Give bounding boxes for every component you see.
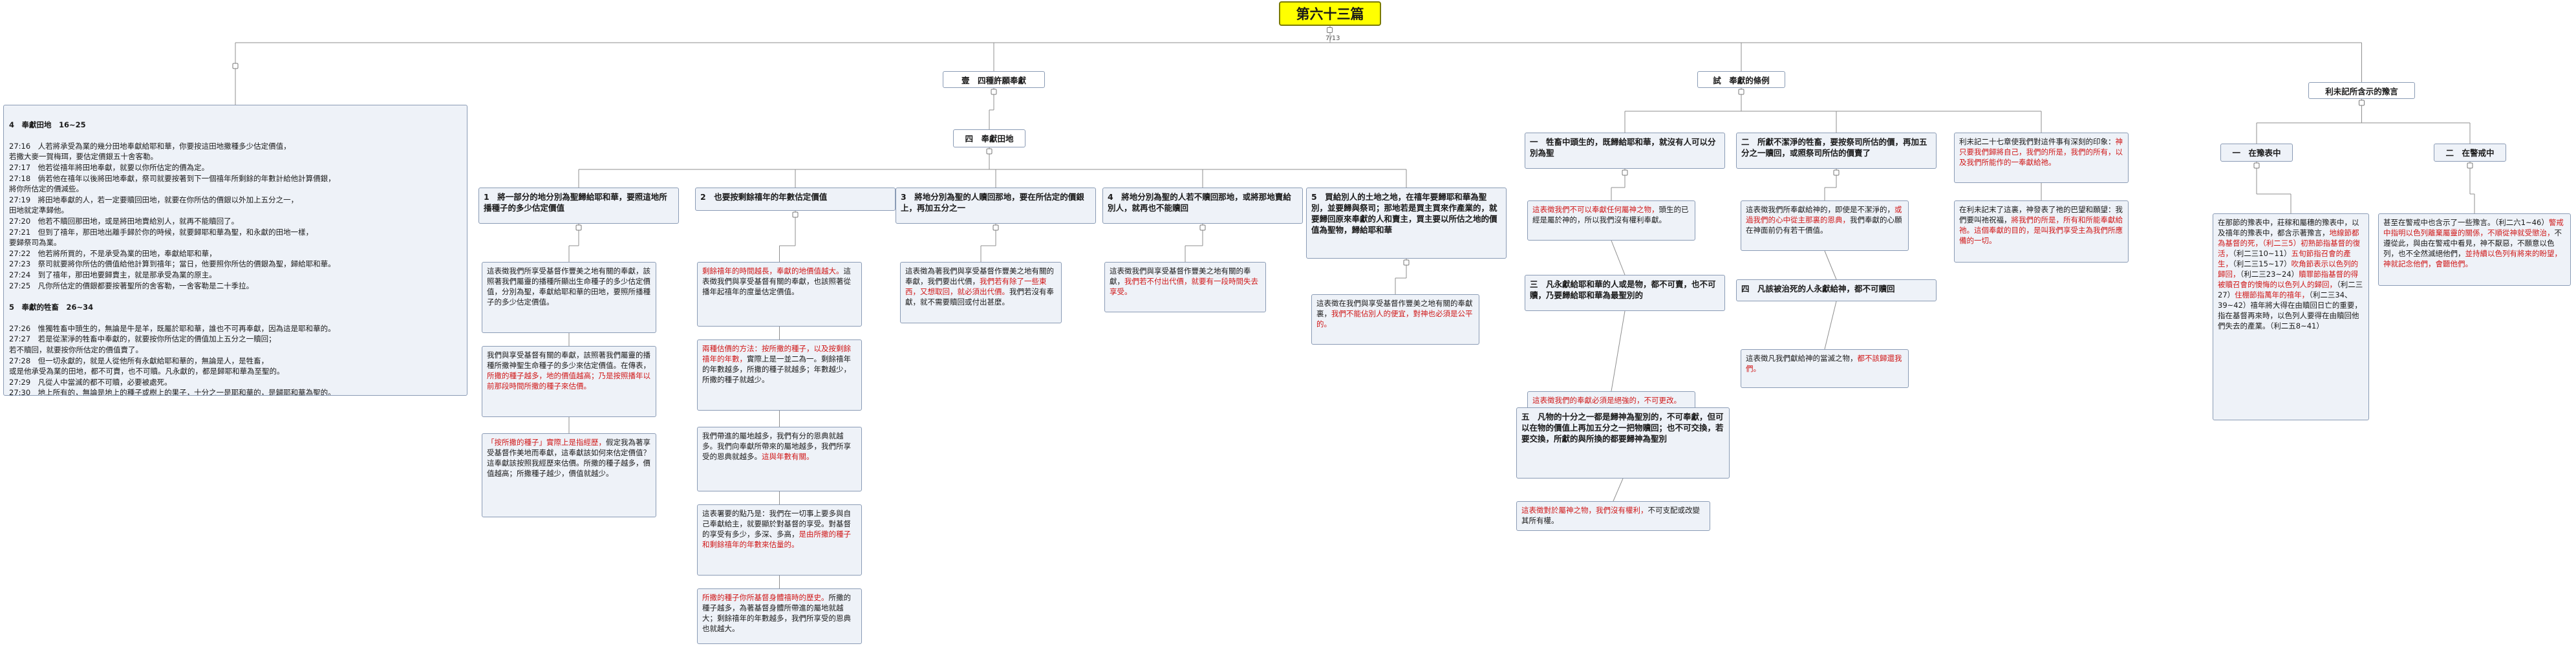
verse-line: 27:21 但到了禧年，那田地出離手歸於你的時候，就要歸耶和華為聖，和永獻的田地… bbox=[9, 227, 314, 237]
note-e4-1: 這表徵凡我們獻給神的當滅之物，都不該歸還我們。 bbox=[1741, 349, 1909, 388]
node-c5-bought-field[interactable]: 5 買給別人的土地之地，在禧年要歸耶和華為聖別，並要歸與祭司；那地若是買主買來作… bbox=[1306, 188, 1507, 259]
node-dedicate-field[interactable]: 四 奉獻田地 bbox=[953, 129, 1025, 147]
collapse-handle[interactable] bbox=[1833, 169, 1840, 176]
note-c4-1: 這表徵我們與享受基督作豐美之地有關的奉獻，我們若不付出代價，就要有一段時間失去享… bbox=[1104, 262, 1266, 312]
collapse-handle[interactable] bbox=[991, 89, 997, 95]
verse-line: 要歸祭司為業。 bbox=[9, 238, 61, 248]
node-g1-in-types[interactable]: 一 在豫表中 bbox=[2220, 144, 2293, 162]
root-title[interactable]: 第六十三篇 許願奉獻（二） bbox=[1279, 1, 1381, 26]
verse-line: 27:20 他若不贖回那田地，或是將田地賣給別人，就再不能贖回了。 bbox=[9, 216, 239, 226]
verse-line: 27:18 倘若他在禧年以後將田地奉獻，祭司就要按著到下一個禧年所剩餘的年數計給… bbox=[9, 173, 336, 183]
note-e2-1: 這表徵我們所奉獻給神的，即使是不潔淨的，或過我們的心中從主那裏的恩典，我們奉獻的… bbox=[1741, 200, 1909, 251]
note-c2-4: 這表署要的點乃是：我們在一切事上要多與自己奉獻給主，就要顯於對基督的享受。對基督… bbox=[697, 504, 862, 576]
note-e5-1: 這表徵對於屬神之物，我們沒有權利，不可支配或改變其所有權。 bbox=[1516, 501, 1710, 531]
verse-line: 27:26 惟獨牲畜中頭生的，無論是牛是羊，既屬於耶和華，誰也不可再奉獻，因為這… bbox=[9, 323, 336, 333]
collapse-handle[interactable] bbox=[792, 211, 799, 218]
root-label: 7/13 bbox=[1326, 35, 1340, 42]
verse-line: 27:30 地上所有的，無論是地上的種子或樹上的果子，十分之一是耶和華的，是歸耶… bbox=[9, 388, 336, 396]
node-e5-tithe[interactable]: 五 凡物的十分之一都是歸神為聖別的，不可奉獻，但可以在物的價值上再加五分之一把物… bbox=[1516, 407, 1730, 479]
verse-line: 27:25 凡你所估定的價銀都要按著聖所的舍客勒，一舍客勒是二十季拉。 bbox=[9, 281, 254, 290]
connector-line bbox=[1824, 250, 1837, 280]
verse-line: 27:24 到了禧年，那田地要歸賣主，就是那承受為業的原主。 bbox=[9, 270, 217, 279]
collapse-handle[interactable] bbox=[1622, 169, 1628, 176]
collapse-handle[interactable] bbox=[1199, 224, 1206, 231]
verse-line: 27:22 他若將所買的，不是承受為業的田地，奉獻給耶和華， bbox=[9, 248, 217, 258]
note-e1-1: 這表徵我們不可以奉獻任何屬神之物，頭生的已經是屬於神的，所以我們沒有權利奉獻。 bbox=[1527, 200, 1695, 241]
notes-field-verses: 27:16 人若將承受為業的幾分田地奉獻給耶和華，你要按這田地撒種多少估定價值，… bbox=[9, 141, 462, 291]
note-c2-2: 兩種估價的方法：按所撒的種子，以及按剩餘禧年的年數，實際上是一並二為一。剩餘禧年… bbox=[697, 339, 862, 411]
note-f1-1: 利未記二十七章使我們對這件事有深刻的印象：神只要我們歸將自己，我們的所是，我們的… bbox=[1954, 133, 2129, 183]
node-e2-unclean-animal[interactable]: 二 所獻不潔淨的牲畜，要按祭司所估的價，再加五分之一贖回，或照祭司所估的價賣了 bbox=[1736, 133, 1937, 169]
node-c1-sowing-value[interactable]: 1 將一部分的地分別為聖歸給耶和華，要照這地所播種子的多少估定價值 bbox=[478, 188, 679, 224]
notes-heading-field: 4 奉獻田地 16~25 bbox=[9, 120, 86, 129]
branch-four-vows[interactable]: 壹 四種許願奉獻 bbox=[943, 71, 1045, 88]
scripture-notes[interactable]: 4 奉獻田地 16~25 27:16 人若將承受為業的幾分田地奉獻給耶和華，你要… bbox=[3, 105, 467, 396]
collapse-handle[interactable] bbox=[986, 148, 993, 155]
node-g2-in-warnings[interactable]: 二 在警戒中 bbox=[2434, 144, 2506, 162]
note-c2-1: 剩餘禧年的時間越長，奉獻的地價值越大。這表徵我們與享受基督有關的奉獻，也該照著從… bbox=[697, 262, 862, 327]
note-c3-1: 這表徵為著我們與享受基督作豐美之地有關的奉獻，我們要出代價，我們若有除了一些東西… bbox=[900, 262, 1062, 323]
verse-line: 若不贖回，就要按你所估定的價值賣了。 bbox=[9, 345, 143, 355]
note-c1-1: 這表徵我們所享受基督作豐美之地有關的奉獻，該照著我們屬靈的播種所顯出生命種子的多… bbox=[482, 262, 656, 333]
collapse-handle[interactable] bbox=[575, 224, 582, 231]
verse-line: 27:29 凡從人中當滅的都不可贖，必要被處死。 bbox=[9, 377, 172, 387]
verse-line: 27:16 人若將承受為業的幾分田地奉獻給耶和華，你要按這田地撒種多少估定價值， bbox=[9, 141, 291, 151]
collapse-handle[interactable] bbox=[232, 63, 239, 69]
node-c4-not-redeemed[interactable]: 4 將地分別為聖的人若不贖回那地，或將那地賣給別人，就再也不能贖回 bbox=[1102, 188, 1303, 224]
note-f1-2: 在利未記末了這裏，神發表了祂的巴望和願望：我們要叫祂祝福，將我們的所是，所有和所… bbox=[1954, 200, 2129, 263]
collapse-handle[interactable] bbox=[1738, 89, 1744, 95]
branch-regulations[interactable]: 試 奉獻的條例 bbox=[1697, 71, 1785, 88]
note-c1-2: 我們與享受基督有關的奉獻，該照著我們屬靈的播種所撒神聖生命種子的多少來估定價值。… bbox=[482, 346, 656, 417]
verse-line: 或是他承受為業的田地，都不可賣，也不可贖。凡永獻的，都是歸耶和華為至聖的。 bbox=[9, 367, 284, 376]
note-g1-1: 在那節的豫表中，莊稼和屬穗的豫表中，以及禧年的豫表中，都含示著豫言，地線節都為基… bbox=[2213, 213, 2369, 420]
note-c2-5: 所撒的種子你所基督身體禧時的歷史。所撒的種子越多，為著基督身體所帶進的屬地就越大… bbox=[697, 588, 862, 644]
notes-heading-cattle: 5 奉獻的牲畜 26~34 bbox=[9, 302, 94, 312]
node-e4-doomed[interactable]: 四 凡該被治死的人永獻給神，都不可贖回 bbox=[1736, 279, 1937, 301]
verse-line: 27:27 若是從潔淨的牲畜中奉獻的，就要按你所估定的價值加上五分之一贖回； bbox=[9, 334, 276, 344]
collapse-handle[interactable] bbox=[2253, 162, 2260, 169]
collapse-handle[interactable] bbox=[993, 224, 999, 231]
node-c2-jubilee-years[interactable]: 2 也要按剩餘禧年的年數估定價值 bbox=[695, 188, 896, 211]
connector-line bbox=[1611, 240, 1626, 275]
collapse-handle[interactable] bbox=[2467, 162, 2473, 169]
connector-line bbox=[1824, 301, 1837, 350]
branch-prophecy[interactable]: 利未記所含示的豫言 bbox=[2308, 82, 2415, 99]
verse-line: 27:28 但一切永獻的，就是人從他所有永獻給耶和華的，無論是人，是牲畜， bbox=[9, 356, 269, 365]
node-c3-redeem-fifth[interactable]: 3 將地分別為聖的人贖回那地，要在所估定的價銀上，再加五分之一 bbox=[896, 188, 1096, 224]
node-e3-devoted[interactable]: 三 凡永獻給耶和華的人或是物，都不可賣，也不可贖，乃要歸給耶和華為最聖別的 bbox=[1525, 275, 1725, 311]
note-c5-1: 這表徵在我們與享受基督作豐美之地有關的奉獻裏，我們不能佔別人的便宜，對神也必須是… bbox=[1311, 294, 1479, 345]
note-g2-1: 甚至在警戒中也含示了一些豫言。（利二六1~46）警戒中指明以色列離棄屬靈的關係，… bbox=[2378, 213, 2571, 286]
verse-line: 27:23 祭司就要將你所估的價值給他計算到禧年；當日，他要照你所估的價銀為聖，… bbox=[9, 259, 336, 269]
connector-line bbox=[1613, 478, 1624, 502]
note-c2-3: 我們帶進的屬地越多，我們有分的恩典就越多。我們向奉獻所帶來的屬地越多，我們所享受… bbox=[697, 427, 862, 491]
notes-cattle-verses: 27:26 惟獨牲畜中頭生的，無論是牛是羊，既屬於耶和華，誰也不可再奉獻，因為這… bbox=[9, 323, 462, 396]
verse-line: 27:17 他若從禧年將田地奉獻，就要以你所估定的價為定。 bbox=[9, 162, 209, 172]
note-c1-3: 「按所撒的種子」實際上是指經歷，假定我為著享受基督作美地而奉獻，這奉獻該如何來估… bbox=[482, 433, 656, 517]
collapse-handle[interactable] bbox=[2359, 100, 2365, 106]
verse-line: 若撒大麥一賀梅珥，要估定價銀五十舍客勒。 bbox=[9, 152, 158, 162]
connector-line bbox=[1611, 310, 1626, 392]
collapse-handle[interactable] bbox=[1403, 259, 1410, 266]
verse-line: 27:19 將田地奉獻的人，若一定要贖回田地，就要在你所估的價銀以外加上五分之一… bbox=[9, 195, 299, 204]
node-e1-firstborn[interactable]: 一 牲畜中頭生的，既歸給耶和華，就沒有人可以分別為聖 bbox=[1525, 133, 1725, 169]
root-collapse-handle[interactable] bbox=[1327, 27, 1333, 33]
verse-line: 田地就定準歸他。 bbox=[9, 206, 69, 215]
verse-line: 將你所估定的價減些。 bbox=[9, 184, 83, 194]
